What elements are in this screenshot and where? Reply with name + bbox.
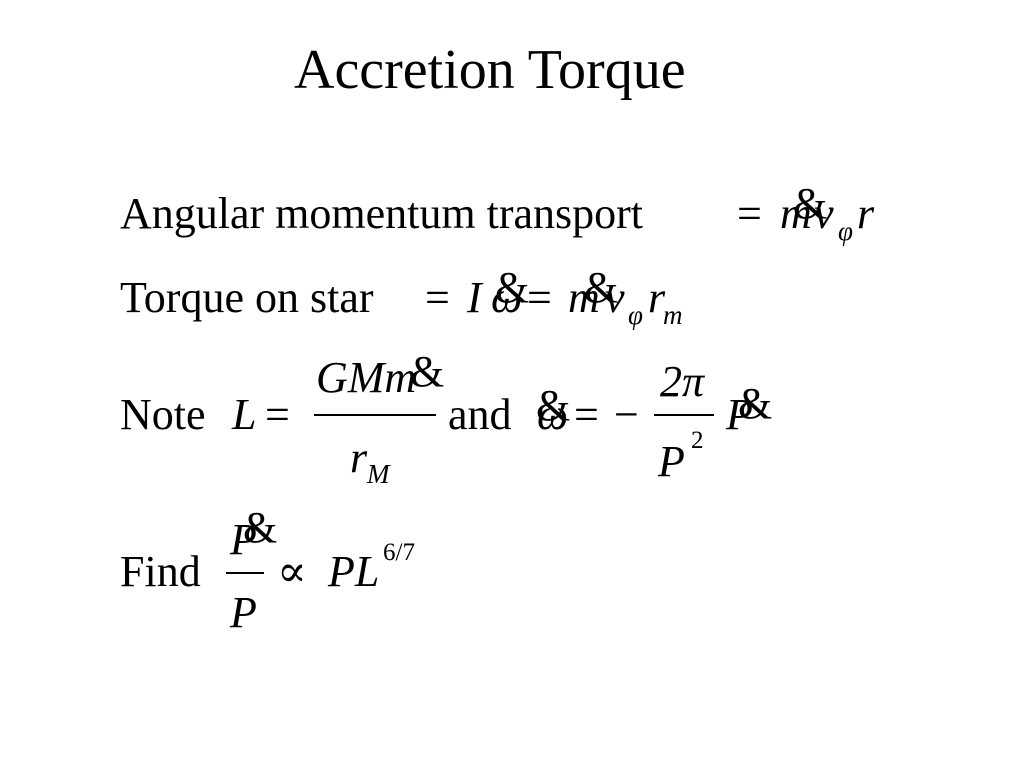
dot-marker: &: [738, 379, 773, 428]
radius-symbol: r: [350, 433, 368, 482]
fraction-numerator: 2π: [660, 357, 705, 406]
proportional-sign: ∝: [277, 547, 307, 596]
equals-sign: =: [425, 273, 450, 322]
equals-sign: =: [527, 273, 552, 322]
minus-sign: −: [614, 390, 639, 439]
velocity-symbol: v: [605, 273, 625, 322]
find-label: Find: [120, 547, 201, 596]
note-label: Note: [120, 390, 206, 439]
fraction-denominator: P: [658, 437, 685, 486]
fraction-numerator: GMm: [316, 353, 417, 402]
dot-marker: &: [495, 263, 530, 312]
and-label: and: [448, 390, 512, 439]
fraction-denominator: P: [230, 588, 257, 637]
omega-symbol: ω: [537, 390, 569, 439]
dot-marker: &: [536, 381, 571, 430]
dot-marker: &: [410, 347, 445, 396]
equals-sign: =: [265, 390, 290, 439]
mass-symbol: m: [780, 189, 812, 238]
phi-subscript: φ: [628, 300, 643, 330]
fraction-bar: [226, 572, 264, 574]
fraction-bar: [654, 414, 714, 416]
fraction-numerator: P: [230, 515, 257, 564]
power-superscript: 2: [691, 427, 704, 454]
inertia-symbol: I: [467, 273, 482, 322]
period-symbol: P: [726, 390, 753, 439]
equals-sign: =: [737, 189, 762, 238]
PL-symbol: PL: [328, 547, 380, 596]
exponent-superscript: 6/7: [383, 539, 415, 566]
phi-subscript: φ: [838, 216, 853, 246]
dot-marker: &: [243, 503, 278, 552]
M-subscript: M: [367, 459, 390, 489]
angular-momentum-label: Angular momentum transport: [120, 189, 644, 238]
velocity-symbol: v: [814, 189, 834, 238]
radius-symbol: r: [857, 189, 875, 238]
torque-label: Torque on star: [120, 273, 374, 322]
mass-symbol: m: [568, 273, 600, 322]
equals-sign: =: [574, 390, 599, 439]
dot-marker: &: [793, 179, 828, 228]
dot-marker: &: [584, 263, 619, 312]
radius-symbol: r: [648, 273, 666, 322]
m-subscript: m: [663, 300, 683, 330]
luminosity-symbol: L: [232, 390, 257, 439]
slide-title: Accretion Torque: [294, 39, 686, 101]
omega-symbol: ω: [491, 273, 523, 322]
fraction-bar: [314, 414, 436, 416]
